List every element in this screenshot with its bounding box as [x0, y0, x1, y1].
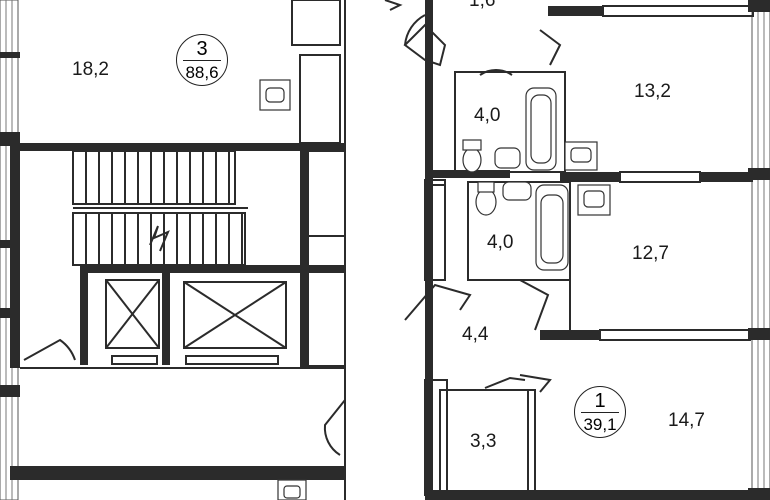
room-area-4-4: 4,4: [462, 324, 489, 345]
core-walls: [10, 0, 346, 500]
right-apartment-walls: [424, 0, 754, 500]
room-area-13-2: 13,2: [634, 81, 671, 102]
room-area-1-6: 1,6: [469, 0, 496, 11]
apartment-rooms: 1: [594, 390, 606, 412]
room-area-18-2: 18,2: [72, 59, 109, 80]
room-area-12-7: 12,7: [632, 243, 669, 264]
badge-divider: [581, 412, 619, 413]
badge-divider: [183, 60, 221, 61]
bathroom-fixtures: [462, 87, 611, 271]
apartment-rooms: 3: [196, 38, 208, 60]
apartment-badge-1: 1 39,1: [574, 386, 626, 438]
room-area-4-0-lower: 4,0: [487, 232, 514, 253]
room-area-4-0-upper: 4,0: [474, 105, 501, 126]
apartment-badge-3: 3 88,6: [176, 34, 228, 86]
apartment-total-area: 39,1: [583, 415, 617, 434]
right-doors: [384, 0, 562, 393]
room-area-3-3: 3,3: [470, 431, 497, 452]
staircase: [72, 150, 248, 266]
apartment-total-area: 88,6: [185, 63, 219, 82]
washbasins-left: [259, 79, 307, 500]
lobby-doors: [23, 338, 346, 456]
right-facade: [748, 0, 770, 500]
elevators: [105, 279, 287, 365]
room-area-14-7: 14,7: [668, 410, 705, 431]
